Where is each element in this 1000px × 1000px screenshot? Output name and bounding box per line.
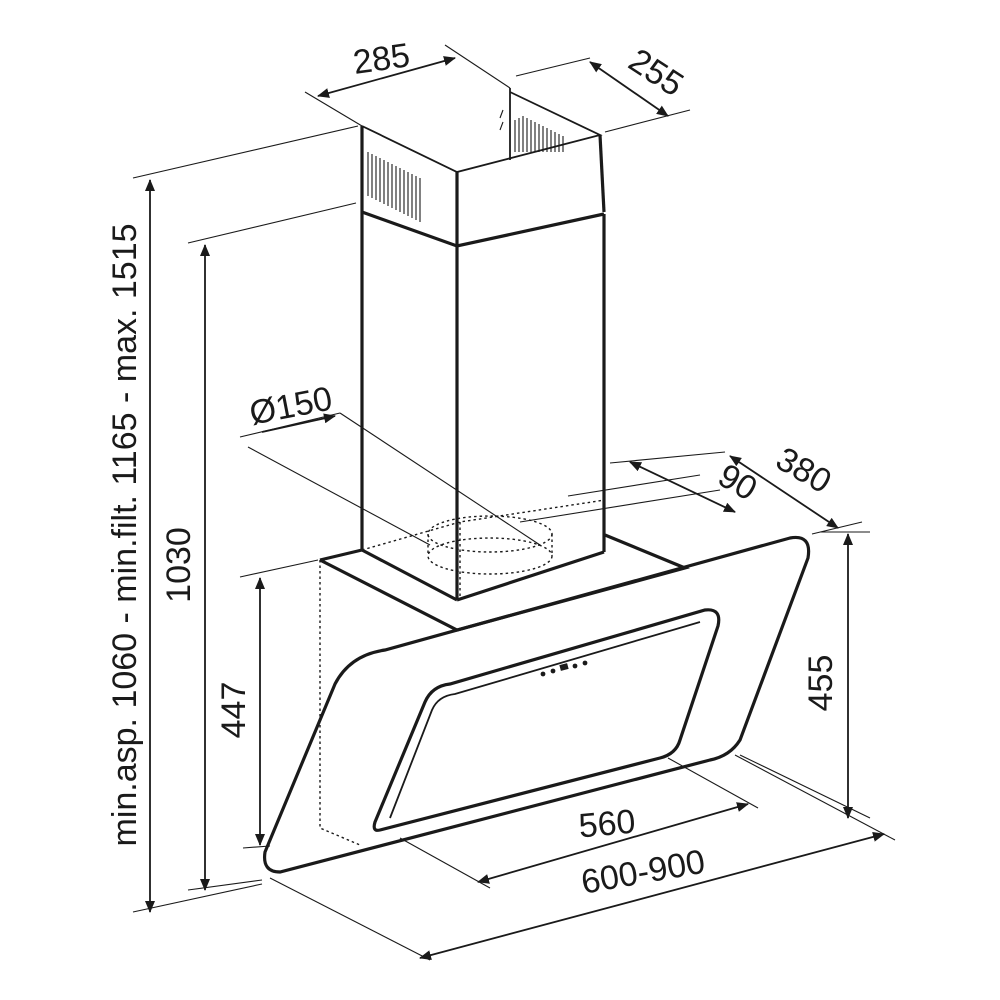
chimney-upper-top <box>361 91 603 173</box>
dim-line-150 <box>261 413 336 433</box>
chimney-base <box>456 550 605 602</box>
label-285: 285 <box>351 36 412 82</box>
label-1030: 1030 <box>160 527 198 603</box>
vent-slots-left <box>367 152 421 222</box>
label-447: 447 <box>215 682 253 739</box>
dimension-lines <box>132 44 896 961</box>
chimney <box>360 88 606 602</box>
panel-recess <box>372 608 721 832</box>
label-560: 560 <box>577 803 637 846</box>
dim-line-285 <box>317 56 456 98</box>
chimney-joint <box>361 210 605 248</box>
label-150: Ø150 <box>246 380 335 433</box>
dim-line-380 <box>729 455 839 529</box>
hood-back-box <box>319 560 361 846</box>
hood-body <box>262 533 811 874</box>
glass-panel <box>262 535 811 874</box>
label-90: 90 <box>712 457 764 509</box>
dimension-labels: 285 255 Ø150 90 380 455 447 1030 min.asp… <box>106 36 840 901</box>
label-455: 455 <box>802 655 840 712</box>
label-height-range: min.asp. 1060 - min.filt. 1165 - max. 15… <box>106 223 144 846</box>
label-255: 255 <box>622 41 690 104</box>
duct-outlet <box>319 499 606 600</box>
dim-line-255 <box>589 61 669 117</box>
chimney-base-left <box>361 548 458 602</box>
vent-slots-right <box>499 109 564 152</box>
duct-ring-bottom <box>427 537 553 575</box>
duct-ring-top <box>427 515 553 553</box>
label-380: 380 <box>769 440 837 501</box>
label-600-900: 600-900 <box>578 843 707 902</box>
dim-line-600-900 <box>419 832 885 960</box>
dim-line-90 <box>629 461 736 513</box>
control-buttons <box>540 660 588 677</box>
chimney-upper-side-right <box>598 134 606 213</box>
